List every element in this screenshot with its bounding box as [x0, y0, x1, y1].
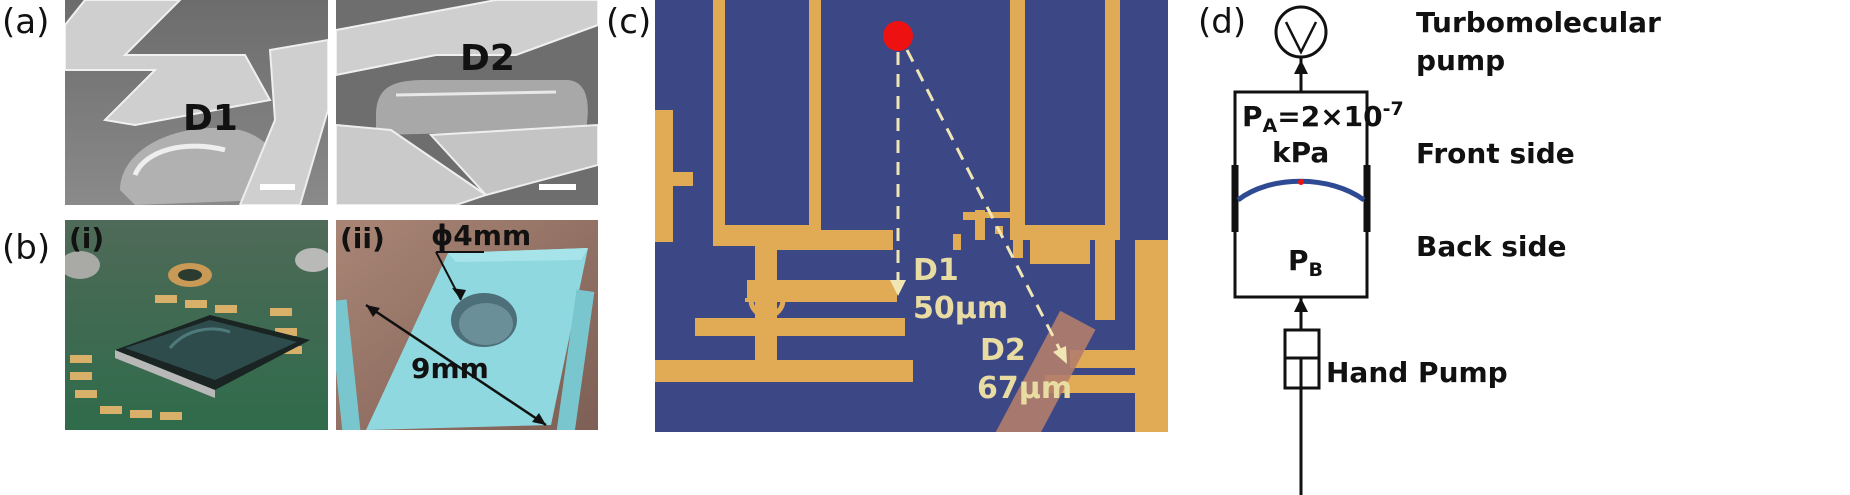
label-sub-i: (i)	[69, 222, 104, 255]
label-d1-name: D1	[913, 253, 959, 288]
label-d2-sem: D2	[460, 38, 515, 79]
label-chip-width: 9mm	[411, 352, 489, 385]
panel-label-a: (a)	[2, 2, 50, 42]
micrograph-drawing: D1 50μm D2 67μm	[655, 0, 1168, 432]
label-sub-ii: (ii)	[340, 222, 385, 255]
sem-image-d2: D2	[336, 0, 598, 205]
label-pa-unit: kPa	[1272, 136, 1329, 169]
label-d2-name: D2	[980, 333, 1026, 368]
label-pb-symbol: PB	[1288, 244, 1323, 281]
photo-chip-with-hole: (ii) ϕ4mm 9mm	[336, 220, 598, 430]
label-d2-distance: 67μm	[977, 371, 1072, 406]
panel-label-c: (c)	[606, 2, 652, 42]
panel-label-b: (b)	[2, 228, 51, 268]
pcb-photo-drawing: (i)	[65, 220, 328, 430]
label-pa-symbol: PA=2×10-7	[1242, 98, 1404, 137]
label-back-side: Back side	[1416, 230, 1567, 263]
turbo-pump-icon	[1274, 5, 1328, 59]
label-turbo-line1: Turbomolecular	[1416, 6, 1661, 39]
setup-schematic: PA=2×10-7 kPa PB Turbomolecular pump Fro…	[1231, 5, 1661, 495]
label-front-side: Front side	[1416, 137, 1575, 170]
photo-chip-on-pcb: (i)	[65, 220, 328, 430]
sem-image-d1: D1	[65, 0, 328, 205]
panel-label-d: (d)	[1198, 2, 1247, 42]
pressure-setup-diagram: PA=2×10-7 kPa PB Turbomolecular pump Fro…	[1200, 0, 1850, 495]
optical-micrograph: D1 50μm D2 67μm	[655, 0, 1168, 432]
sem-d1-drawing: D1	[65, 0, 328, 205]
label-hand-pump: Hand Pump	[1326, 356, 1508, 389]
chip-photo-drawing: (ii) ϕ4mm 9mm	[336, 220, 598, 430]
label-d1-distance: 50μm	[913, 291, 1008, 326]
label-hole-diameter: ϕ4mm	[431, 220, 531, 252]
sem-d2-drawing: D2	[336, 0, 598, 205]
label-turbo-line2: pump	[1416, 44, 1505, 77]
label-d1-sem: D1	[183, 98, 238, 139]
